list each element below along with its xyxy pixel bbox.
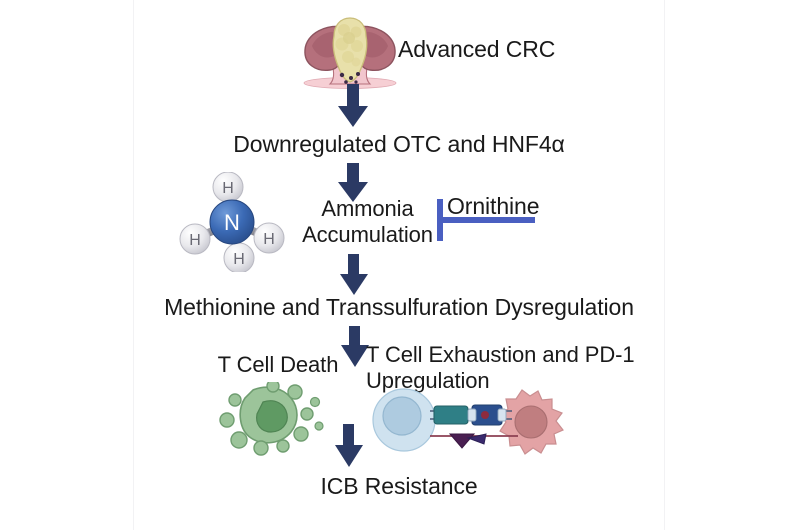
label-t-cell-exhaustion-pd1: T Cell Exhaustion and PD-1 Upregulation	[366, 342, 635, 393]
label-downregulated-otc-hnf4a: Downregulated OTC and HNF4α	[233, 131, 565, 157]
label-methionine-transsulfuration: Methionine and Transsulfuration Dysregul…	[164, 294, 634, 320]
label-icb-resistance: ICB Resistance	[320, 473, 478, 499]
arrow-methionine-to-tcell	[338, 326, 372, 373]
arrow-tcell-to-icb	[332, 424, 366, 473]
svg-text:H: H	[263, 231, 275, 248]
apoptotic-t-cell-icon	[215, 379, 327, 461]
svg-text:H: H	[233, 251, 245, 268]
label-ornithine: Ornithine	[447, 193, 540, 219]
arrow-downregulated-to-ammonia	[335, 163, 371, 208]
arrow-crc-to-downregulated	[335, 84, 371, 133]
label-ammonia-accumulation: Ammonia Accumulation	[302, 196, 433, 247]
svg-text:N: N	[224, 210, 240, 235]
t-cell-tumor-cell-interaction-icon	[372, 386, 568, 465]
svg-text:H: H	[189, 232, 201, 249]
label-t-cell-death: T Cell Death	[217, 352, 339, 377]
svg-text:H: H	[222, 180, 234, 197]
label-advanced-crc: Advanced CRC	[398, 36, 556, 62]
colorectal-tumor-icon	[296, 12, 404, 101]
inhibition-ornithine-to-ammonia	[437, 193, 537, 245]
ammonium-molecule-icon: H H H H N	[178, 171, 286, 277]
arrow-ammonia-to-methionine	[337, 254, 371, 301]
